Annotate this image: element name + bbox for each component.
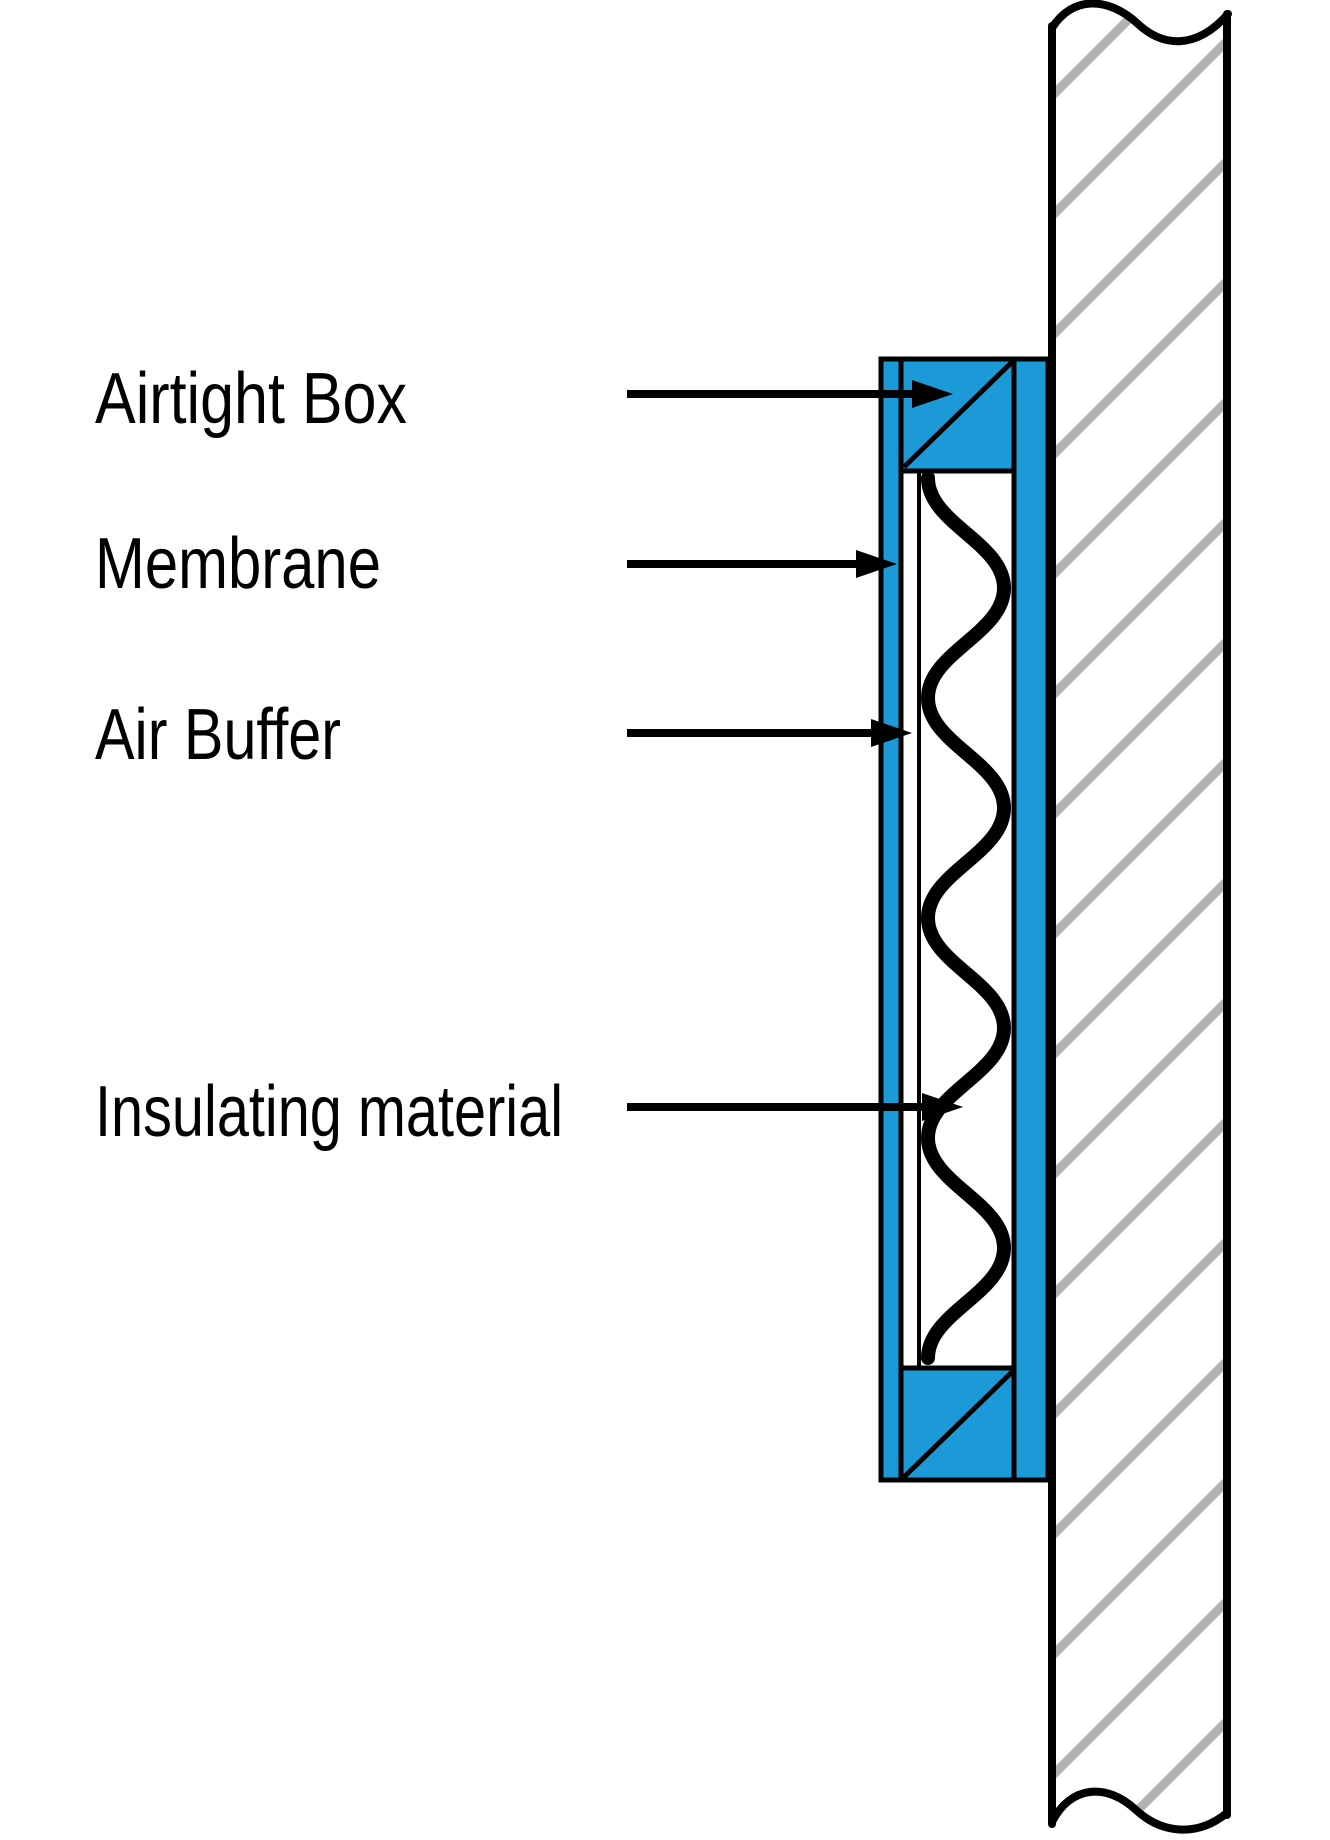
wall-break-top [1048,0,1232,46]
hatch-line [1052,1112,1228,1304]
air-buffer-arrow [627,719,912,747]
hatch-line [1052,32,1228,224]
wall-break-bottom [1048,1787,1231,1834]
callout-labels: Airtight Box Membrane Air Buffer Insulat… [95,359,563,1152]
label-membrane: Membrane [95,524,381,604]
arrowhead-icon [912,380,953,408]
arrowhead-icon [856,550,897,578]
hatch-line [1052,872,1228,1064]
hatch-line [1052,272,1228,464]
hatch-line [1052,752,1228,944]
hatch-line [1052,992,1228,1184]
hatch-line [1052,152,1228,344]
hatch-line [1052,632,1228,824]
hatch-line [1052,3,1228,104]
callout-arrows [627,380,963,1121]
hatch-line [1052,1472,1228,1664]
hatch-line [1052,512,1228,704]
hatch-line [1052,1232,1228,1424]
hatch-line [1052,1712,1228,1830]
insulating-material-arrow [627,1093,963,1121]
blocking-diagonal-top [902,360,1014,469]
insulation-wave [920,471,1012,1365]
wall-hatch [1052,3,1228,1830]
label-air-buffer: Air Buffer [95,695,341,775]
membrane-arrow [627,550,897,578]
arrowhead-icon [871,719,912,747]
label-airtight-box: Airtight Box [95,359,407,439]
airtight-box-arrow [627,380,953,408]
hatch-line [1052,1592,1228,1784]
wall-section [1048,0,1232,1834]
wall-outline [1048,0,1232,1834]
airtight-box-assembly [878,356,1051,1483]
hatch-line [1052,1352,1228,1544]
hatch-line [1052,392,1228,584]
arrowhead-icon [922,1093,963,1121]
blocking-diagonal-bottom [902,1370,1014,1479]
label-insulating-material: Insulating material [95,1072,563,1152]
